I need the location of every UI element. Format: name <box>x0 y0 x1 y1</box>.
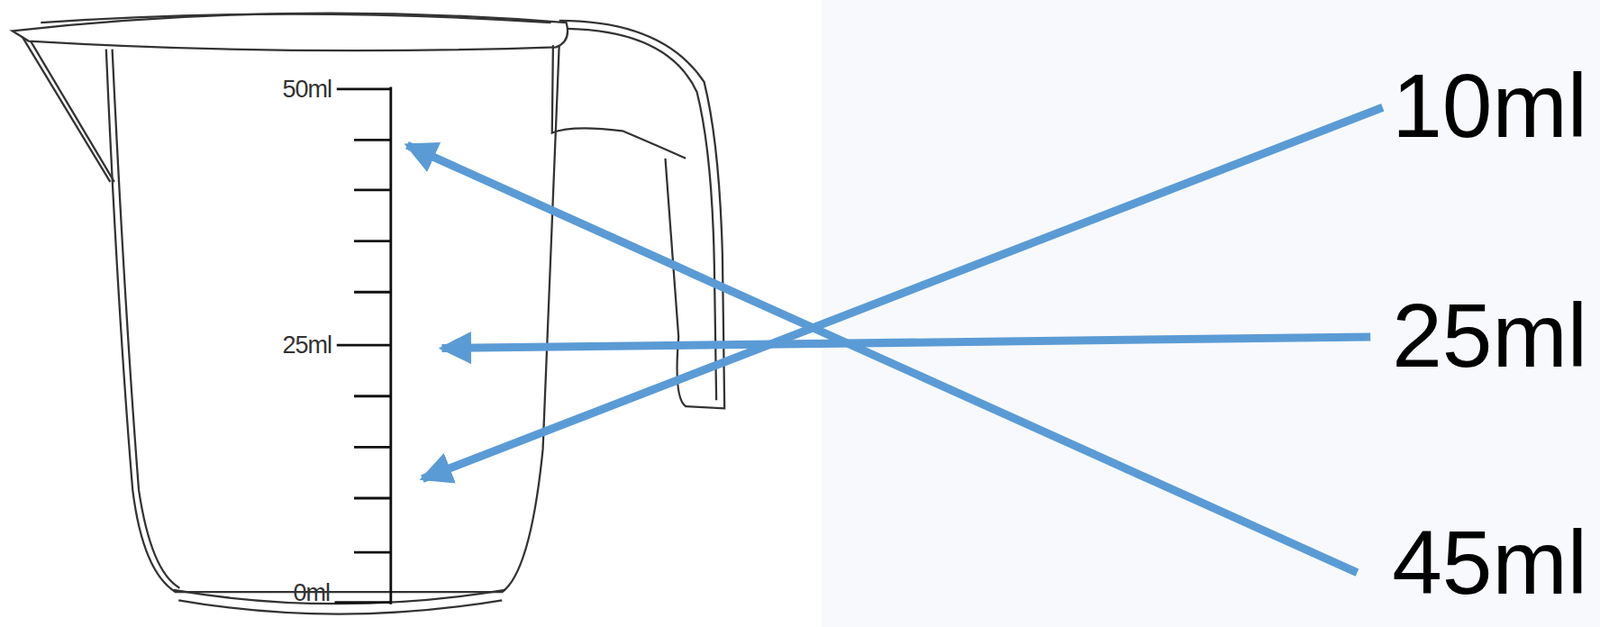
scale-label: 50ml <box>281 77 332 102</box>
volume-label: 45ml <box>1391 517 1588 608</box>
scale-label: 25ml <box>281 333 332 358</box>
volume-label: 10ml <box>1391 60 1588 151</box>
scale-ticks <box>335 87 391 605</box>
scale-label: 0ml <box>292 581 330 606</box>
volume-label: 25ml <box>1391 290 1588 381</box>
leader-arrows <box>407 107 1383 573</box>
